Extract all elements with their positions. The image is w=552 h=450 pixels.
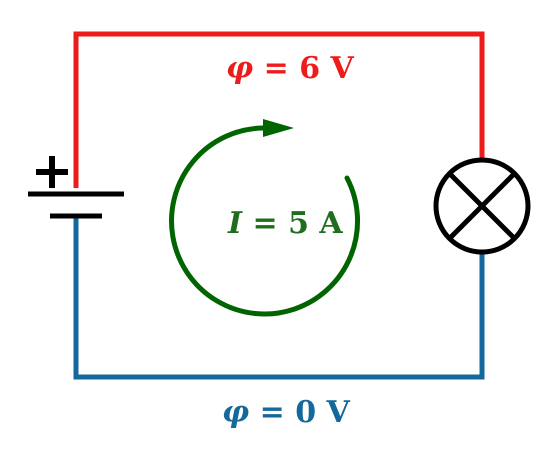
potential-unit: V <box>326 395 350 430</box>
potential-symbol: φ <box>226 51 254 86</box>
lamp-icon <box>433 157 531 255</box>
wire-low-potential <box>73 216 485 380</box>
equals-sign: = <box>252 206 278 241</box>
circular-arrow-icon <box>169 119 360 317</box>
bottom-potential-label: φ = 0 V <box>222 398 350 428</box>
potential-symbol: φ <box>222 395 250 430</box>
battery-icon <box>28 191 124 219</box>
current-symbol: I <box>228 206 243 241</box>
current-unit: A <box>319 206 343 241</box>
wire-high-potential <box>73 31 485 188</box>
equals-sign: = <box>263 51 289 86</box>
positive-terminal-icon <box>36 156 68 188</box>
potential-value: 6 <box>299 51 321 86</box>
potential-value: 0 <box>295 395 317 430</box>
potential-unit: V <box>330 51 354 86</box>
top-potential-label: φ = 6 V <box>226 54 354 84</box>
current-value: 5 <box>288 206 309 241</box>
equals-sign: = <box>259 395 285 430</box>
current-label: I = 5 A <box>228 209 343 239</box>
